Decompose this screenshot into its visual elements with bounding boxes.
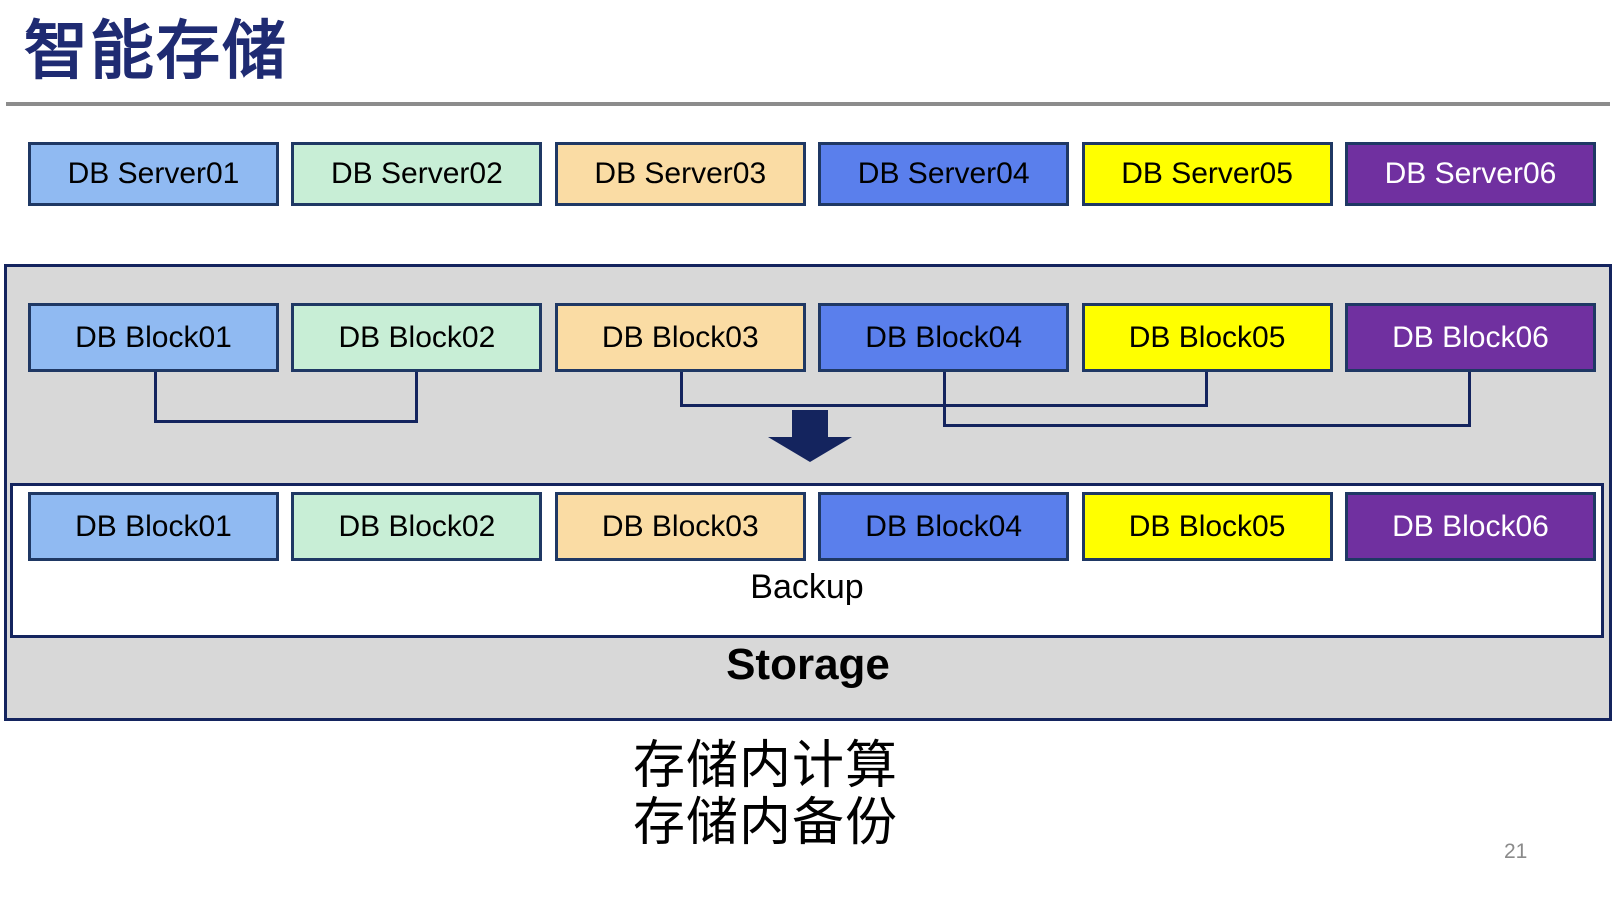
- db-block-source-box-5: DB Block05: [1081, 303, 1333, 372]
- db-block-source-box-6: DB Block06: [1344, 303, 1596, 372]
- db-server-box-6: DB Server06: [1344, 142, 1596, 206]
- page-title: 智能存储: [24, 15, 288, 87]
- connector-bracket-block01-block02: [154, 372, 418, 423]
- db-block-backup-box-6: DB Block06: [1344, 492, 1596, 561]
- db-server-box-1: DB Server01: [28, 142, 279, 206]
- title-divider: [6, 102, 1610, 106]
- down-arrow-icon: [768, 410, 852, 462]
- db-block-source-box-2: DB Block02: [291, 303, 543, 372]
- db-block-backup-box-5: DB Block05: [1081, 492, 1333, 561]
- db-block-backup-box-4: DB Block04: [818, 492, 1070, 561]
- db-block-backup-box-1: DB Block01: [28, 492, 279, 561]
- db-server-box-5: DB Server05: [1081, 142, 1333, 206]
- db-block-source-box-1: DB Block01: [28, 303, 279, 372]
- storage-label: Storage: [726, 640, 890, 689]
- db-block-source-box-4: DB Block04: [818, 303, 1070, 372]
- db-server-box-4: DB Server04: [818, 142, 1070, 206]
- caption-line-2: 存储内备份: [633, 794, 899, 852]
- backup-label: Backup: [750, 568, 864, 606]
- connector-bracket-block04-block06: [943, 372, 1471, 427]
- page-number: 21: [1504, 840, 1528, 863]
- caption-line-1: 存储内计算: [633, 737, 899, 795]
- db-server-box-2: DB Server02: [291, 142, 543, 206]
- db-block-backup-box-2: DB Block02: [291, 492, 543, 561]
- db-block-source-box-3: DB Block03: [554, 303, 806, 372]
- db-server-box-3: DB Server03: [554, 142, 806, 206]
- caption-text: 存储内计算 存储内备份: [633, 738, 898, 852]
- db-block-backup-box-3: DB Block03: [554, 492, 806, 561]
